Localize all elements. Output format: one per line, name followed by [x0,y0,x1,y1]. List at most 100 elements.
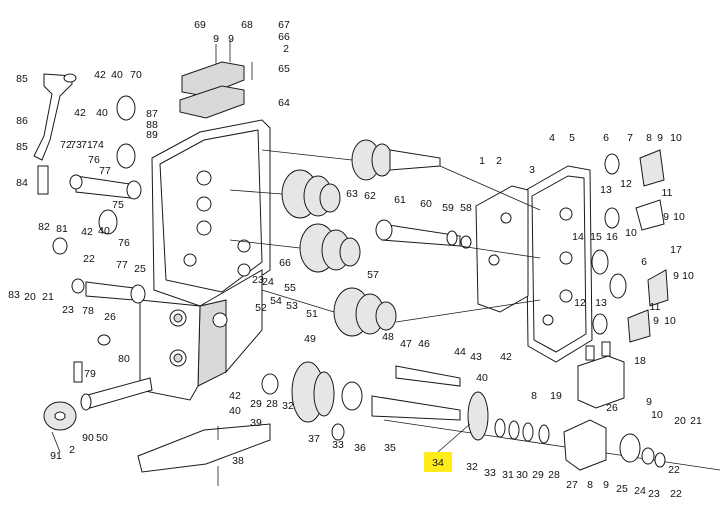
callout-label: 89 [146,129,158,141]
callout-label: 58 [460,202,472,214]
callout-label: 32 [466,461,478,473]
callout-label: 85 [16,73,28,85]
callout-label: 48 [382,331,394,343]
callout-label: 43 [470,351,482,363]
callout-label: 37 [308,433,320,445]
callout-label: 8 [531,390,537,402]
callout-label: 80 [118,353,130,365]
callout-label: 55 [284,282,296,294]
callout-label: 25 [134,263,146,275]
callout-label: 40 [476,372,488,384]
callout-label: 33 [484,467,496,479]
callout-label: 49 [304,333,316,345]
callout-label: 22 [83,253,95,265]
callout-label: 2 [283,43,289,55]
callout-label: 23 [252,274,264,286]
callout-label: 10 [670,132,682,144]
callout-label: 3 [529,164,535,176]
callout-label: 47 [400,338,412,350]
callout-label: 6 [603,132,609,144]
callout-label: 9 [673,270,679,282]
callout-label: 4 [549,132,555,144]
callout-label: 64 [278,97,290,109]
callout-label: 24 [262,276,274,288]
callout-label: 10 [664,315,676,327]
callout-label: 26 [606,402,618,414]
callout-label: 12 [574,297,586,309]
callout-label: 73 [70,139,82,151]
callout-label: 22 [670,488,682,500]
callout-label: 77 [116,259,128,271]
callout-label: 70 [130,69,142,81]
gasket-plate [475,185,529,313]
solenoid-block [577,341,625,409]
upper-shaft-gears [281,139,472,337]
callout-label: 28 [548,469,560,481]
callout-label: 66 [278,31,290,43]
callout-label: 40 [229,405,241,417]
callout-label: 50 [96,432,108,444]
callout-label: 88 [146,119,158,131]
callout-label: 20 [24,291,36,303]
callout-label: 71 [81,139,93,151]
highlight-box [424,452,452,472]
callout-label: 9 [653,315,659,327]
callout-label: 6 [641,256,647,268]
right-cover-plate [525,165,593,363]
callout-label: 22 [668,464,680,476]
callout-label: 9 [657,132,663,144]
callout-label: 63 [346,188,358,200]
callout-label: 40 [96,107,108,119]
callout-label: 9 [603,479,609,491]
callout-label: 16 [606,231,618,243]
callout-label: 69 [194,19,206,31]
callout-label: 57 [367,269,379,281]
callout-label: 78 [82,305,94,317]
callout-label: 60 [420,198,432,210]
callout-label: 29 [250,398,262,410]
callout-label: 54 [270,295,282,307]
callout-label: 74 [92,139,104,151]
callout-label: 76 [88,154,100,166]
callout-label: 62 [364,190,376,202]
callout-label: 61 [394,194,406,206]
callout-label: 13 [600,184,612,196]
callout-label: 5 [569,132,575,144]
callout-label: 9 [228,33,234,45]
callout-label: 77 [99,165,111,177]
callout-label: 27 [566,479,578,491]
callout-label: 40 [98,225,110,237]
callout-label: 46 [418,338,430,350]
callout-label: 9 [646,396,652,408]
callout-label: 33 [332,439,344,451]
callout-label: 79 [84,368,96,380]
callout-label: 65 [278,63,290,75]
callout-label: 10 [682,270,694,282]
callout-label: 10 [651,409,663,421]
callout-label: 72 [60,139,72,151]
callout-label: 15 [590,231,602,243]
callout-label: 83 [8,289,20,301]
callout-label: 44 [454,346,466,358]
callout-label: 13 [595,297,607,309]
top-cover-blocks [179,40,253,119]
callout-label: 9 [663,211,669,223]
callout-label: 2 [69,444,75,456]
callout-label: 7 [627,132,633,144]
callout-label: 18 [634,355,646,367]
callout-label: 40 [111,69,123,81]
callout-label: 21 [42,291,54,303]
callout-label: 2 [496,155,502,167]
callout-label: 82 [38,221,50,233]
callout-label: 42 [229,390,241,402]
callout-label: 91 [50,450,62,462]
callout-label: 66 [279,257,291,269]
callout-label: 84 [16,177,28,189]
callout-label: 81 [56,223,68,235]
callout-label: 1 [479,155,485,167]
callout-label: 25 [616,483,628,495]
callout-label: 12 [620,178,632,190]
callout-label: 14 [572,231,584,243]
